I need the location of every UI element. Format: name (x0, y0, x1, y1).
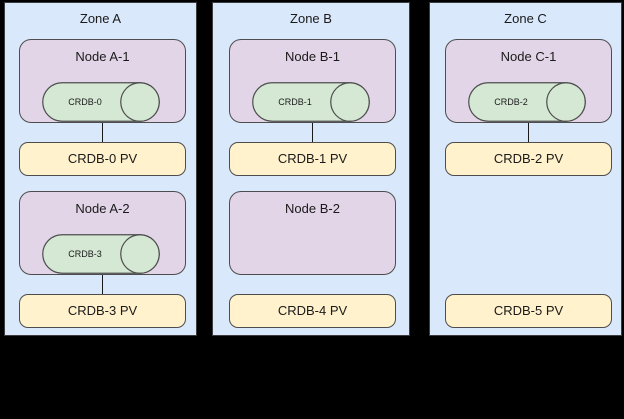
node-b-1-container: Node B-1 CRDB-1 (229, 39, 396, 123)
crdb-5-pv-label: CRDB-5 PV (493, 303, 564, 318)
node-a-2-container: Node A-2 CRDB-3 (19, 191, 186, 275)
crdb-2-pv-label: CRDB-2 PV (493, 151, 564, 166)
node-a-2-title: Node A-2 (75, 201, 130, 216)
crdb-1-pv-label: CRDB-1 PV (277, 151, 348, 166)
zone-a-container: Zone A Node A-1 CRDB-0 CRDB-0 PV Node A-… (4, 2, 197, 336)
crdb-2-pv-box: CRDB-2 PV (445, 142, 612, 176)
zone-b-title: Zone B (290, 11, 332, 26)
node-a-1-container: Node A-1 CRDB-0 (19, 39, 186, 123)
node-b-2-title: Node B-2 (285, 201, 340, 216)
connector-crdb-1-to-pv (312, 123, 313, 142)
crdb-3-database-cylinder: CRDB-3 (42, 234, 160, 274)
crdb-4-pv-label: CRDB-4 PV (277, 303, 348, 318)
crdb-3-pv-label: CRDB-3 PV (67, 303, 138, 318)
connector-crdb-0-to-pv (102, 123, 103, 142)
node-b-2-container: Node B-2 (229, 191, 396, 275)
crdb-1-pv-box: CRDB-1 PV (229, 142, 396, 176)
node-b-1-title: Node B-1 (285, 49, 340, 64)
zone-b-container: Zone B Node B-1 CRDB-1 CRDB-1 PV Node B-… (212, 2, 410, 336)
crdb-3-pv-box: CRDB-3 PV (19, 294, 186, 328)
crdb-4-pv-box: CRDB-4 PV (229, 294, 396, 328)
node-a-1-title: Node A-1 (75, 49, 130, 64)
node-c-1-title: Node C-1 (500, 49, 557, 64)
crdb-0-pv-box: CRDB-0 PV (19, 142, 186, 176)
zone-c-container: Zone C Node C-1 CRDB-2 CRDB-2 PV CRDB-5 … (429, 2, 622, 336)
connector-crdb-3-to-pv (102, 275, 103, 294)
crdb-5-pv-box: CRDB-5 PV (445, 294, 612, 328)
node-c-1-container: Node C-1 CRDB-2 (445, 39, 612, 123)
crdb-0-database-cylinder: CRDB-0 (42, 82, 160, 122)
zone-c-title: Zone C (504, 11, 547, 26)
crdb-0-pv-label: CRDB-0 PV (67, 151, 138, 166)
crdb-2-database-cylinder: CRDB-2 (468, 82, 586, 122)
zone-a-title: Zone A (79, 11, 122, 26)
crdb-1-database-cylinder: CRDB-1 (252, 82, 370, 122)
connector-crdb-2-to-pv (528, 123, 529, 142)
